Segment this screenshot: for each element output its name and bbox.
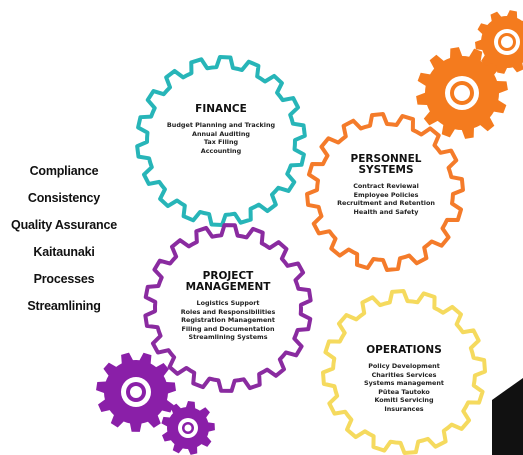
operations-gear <box>321 289 487 455</box>
project-title: PROJECT MANAGEMENT <box>160 271 296 293</box>
personnel-title-line: PERSONNEL <box>350 153 422 165</box>
corner-mark-icon <box>492 378 523 455</box>
project-title-line: PROJECT <box>202 270 254 282</box>
personnel-item: Employee Policies <box>353 190 419 199</box>
operations-text: OPERATIONS Policy Development Charities … <box>336 345 472 414</box>
personnel-title-line: SYSTEMS <box>358 164 414 176</box>
operations-title: OPERATIONS <box>366 344 442 356</box>
purple-gear-large-icon <box>96 352 176 432</box>
personnel-gear <box>305 112 465 272</box>
finance-item: Budget Planning and Tracking <box>166 121 276 129</box>
project-item: Streamlining Systems <box>188 333 268 342</box>
personnel-item: Contract Reviewal <box>353 182 419 190</box>
operations-item: Insurances <box>384 404 424 413</box>
orange-gear-small-icon <box>475 10 523 74</box>
keyword-consistency: Consistency <box>27 191 101 205</box>
keyword-quality-assurance: Quality Assurance <box>11 218 117 232</box>
project-management-text: PROJECT MANAGEMENT Logistics Support Rol… <box>160 271 296 342</box>
operations-item: Charities Services <box>371 370 437 379</box>
personnel-systems-text: PERSONNEL SYSTEMS Contract Reviewal Empl… <box>318 154 454 216</box>
project-management-gear <box>143 223 313 393</box>
project-item: Logistics Support <box>196 299 260 307</box>
operations-item: Komiti Servicing <box>374 396 434 405</box>
keyword-processes: Processes <box>33 272 95 286</box>
finance-item: Annual Auditing <box>192 129 250 138</box>
operations-item: Policy Development <box>368 362 440 370</box>
orange-gear-large-icon <box>416 47 508 139</box>
operations-item: Systems management <box>364 379 444 388</box>
personnel-item: Recruitment and Retention <box>337 199 435 208</box>
project-item: Registration Management <box>181 316 275 325</box>
personnel-title: PERSONNEL SYSTEMS <box>318 154 454 176</box>
left-keyword-list: Compliance Consistency Quality Assurance… <box>0 158 128 320</box>
project-item: Filing and Documentation <box>181 324 275 333</box>
project-item: Roles and Responsibilities <box>180 307 276 316</box>
keyword-streamlining: Streamlining <box>27 299 101 313</box>
finance-gear <box>135 55 307 227</box>
keyword-kaitaunaki: Kaitaunaki <box>33 245 95 259</box>
keyword-compliance: Compliance <box>29 164 99 178</box>
finance-item: Accounting <box>200 146 242 155</box>
finance-text: FINANCE Budget Planning and Tracking Ann… <box>150 104 292 155</box>
purple-gear-small-icon <box>161 401 215 455</box>
operations-item: Pūtea Tautoko <box>378 387 430 396</box>
finance-item: Tax Filing <box>203 138 239 147</box>
personnel-item: Health and Safety <box>353 207 419 216</box>
finance-title: FINANCE <box>195 103 247 115</box>
project-title-line: MANAGEMENT <box>185 281 271 293</box>
